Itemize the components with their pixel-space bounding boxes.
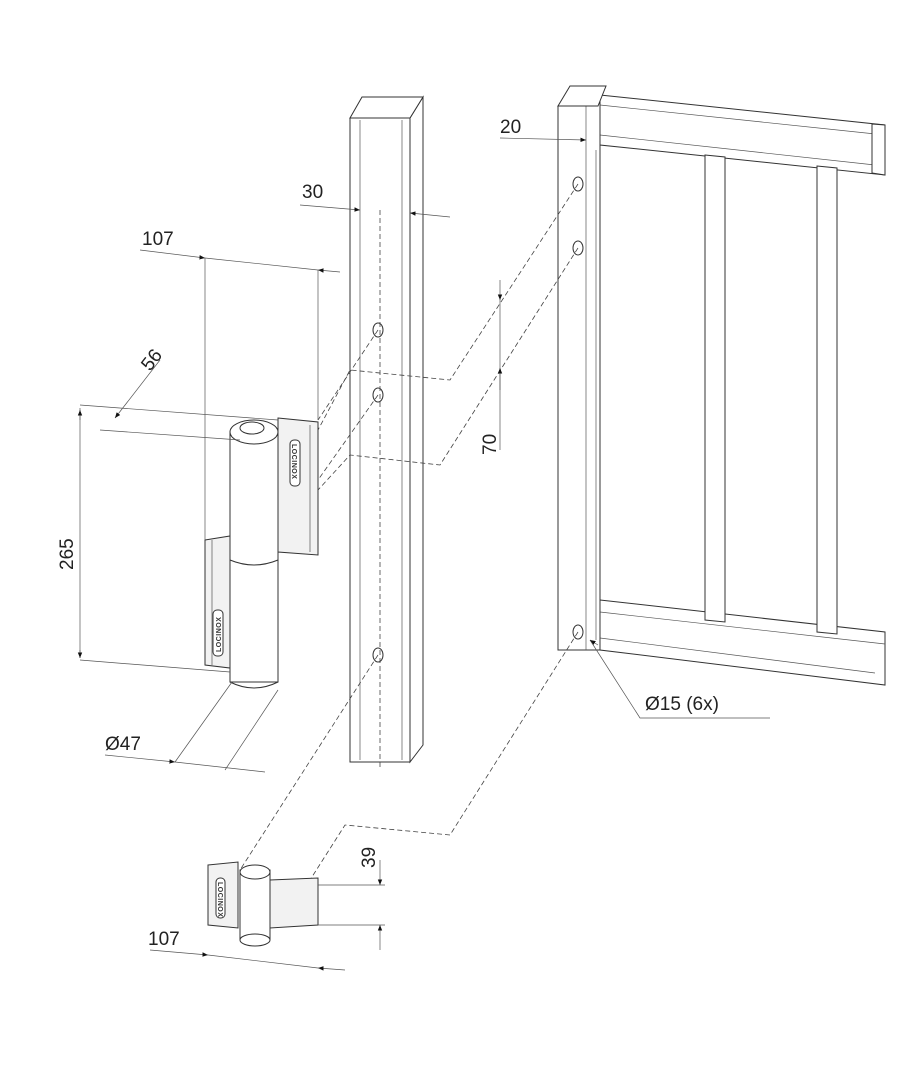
- dimension-hinge-width-bottom: 107: [148, 929, 180, 950]
- top-hinge: LOCINOX LOCINOX: [204, 417, 319, 689]
- dimension-hinge-depth: 56: [137, 345, 167, 375]
- alignment-lines: [239, 183, 579, 881]
- dimension-lines: [77, 137, 770, 971]
- dimension-hinge-width-top: 107: [142, 229, 174, 250]
- dimension-post-width: 30: [302, 182, 323, 203]
- post: [349, 95, 424, 770]
- dimension-bottom-hinge-height: 39: [359, 847, 380, 868]
- dimension-frame-offset: 20: [500, 117, 521, 138]
- dimension-hole-diameter: Ø15 (6x): [645, 694, 719, 715]
- bottom-hinge: LOCINOX: [207, 861, 319, 947]
- logo-text: LOCINOX: [290, 444, 297, 479]
- dimension-hinge-height: 265: [57, 538, 78, 570]
- logo-text: LOCINOX: [216, 617, 223, 652]
- dimension-hole-spacing: 70: [480, 434, 501, 455]
- gate-frame: [557, 85, 886, 686]
- dimension-barrel-diameter: Ø47: [105, 734, 141, 755]
- logo-text: LOCINOX: [216, 882, 223, 917]
